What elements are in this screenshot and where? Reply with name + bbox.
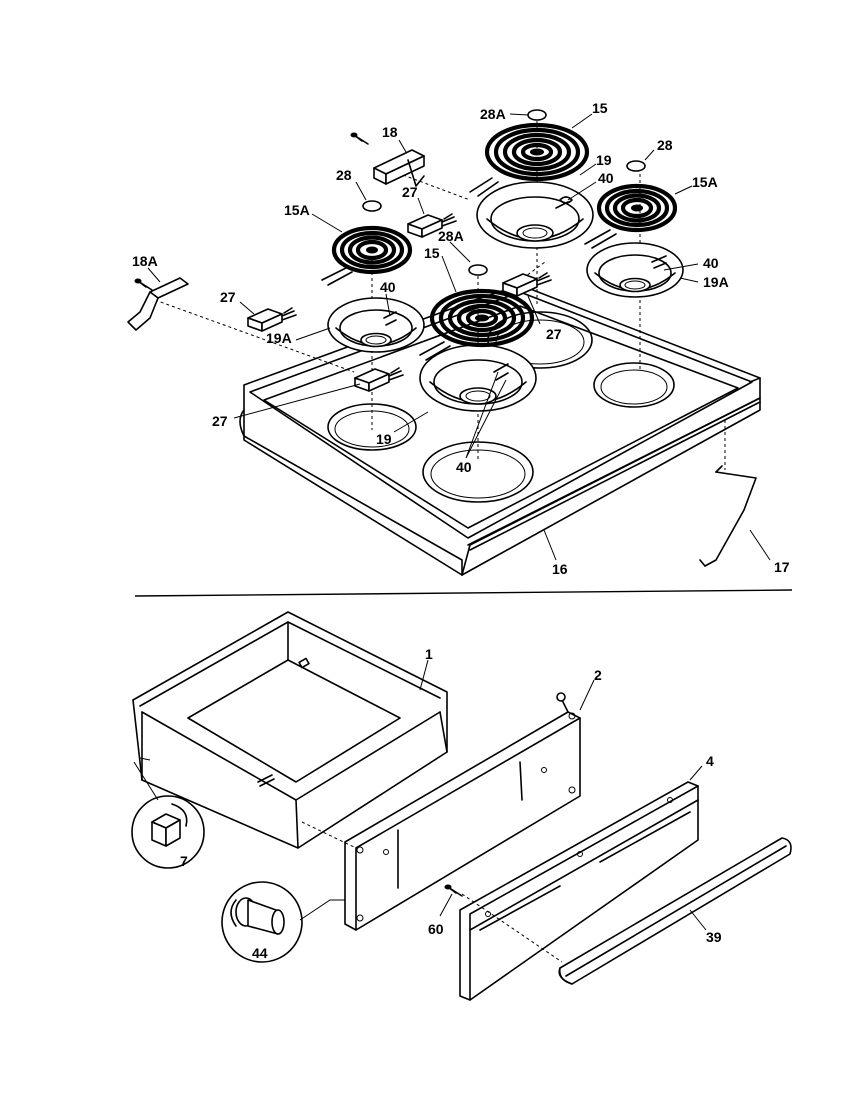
label-27-left: 27 (220, 289, 236, 305)
drip-bowl-19-top (476, 181, 594, 249)
label-18a: 18A (132, 253, 158, 269)
drip-bowl-19a-left (327, 297, 425, 353)
leader-lines (147, 113, 771, 931)
drip-bowl-19a-right (586, 242, 684, 298)
surface-element-15a-right (584, 186, 675, 249)
label-4: 4 (706, 753, 714, 769)
drawer-panel-2 (344, 692, 581, 931)
drip-bowl-19-mid (419, 344, 537, 412)
label-40-left: 40 (380, 279, 396, 295)
label-40-bottom: 40 (456, 459, 472, 475)
surface-element-15-top (469, 125, 587, 197)
label-1: 1 (425, 646, 433, 662)
label-27-upper: 27 (402, 184, 418, 200)
label-60: 60 (428, 921, 444, 937)
screw-60 (443, 883, 463, 897)
surface-element-15-mid (419, 291, 532, 361)
label-18: 18 (382, 124, 398, 140)
label-27-lower: 27 (212, 413, 228, 429)
surface-element-15a-left (321, 228, 410, 286)
label-40-right: 40 (703, 255, 719, 271)
label-15-mid: 15 (424, 245, 440, 261)
label-40-top: 40 (598, 170, 614, 186)
drawer-body-1 (132, 611, 448, 849)
handle-trim-39 (558, 837, 792, 985)
cooktop-main-top (239, 284, 761, 576)
label-17: 17 (774, 559, 790, 575)
drawer-front-4 (459, 781, 699, 1001)
label-7: 7 (180, 853, 188, 869)
part-labels: 28A 15 18 28 28 19 40 15A 27 15A 28A 15 … (132, 100, 790, 961)
label-27-mid: 27 (546, 326, 562, 342)
label-19a-right: 19A (703, 274, 729, 290)
label-15a-left: 15A (284, 202, 310, 218)
label-28-left: 28 (336, 167, 352, 183)
trim-ring-28a-mid (468, 264, 488, 276)
label-39: 39 (706, 929, 722, 945)
label-44: 44 (252, 945, 268, 961)
detail-circle-44 (221, 881, 345, 963)
detail-circle-7 (131, 757, 205, 869)
bracket-18a (127, 277, 189, 331)
label-19-top: 19 (596, 152, 612, 168)
trim-ring-28-left (362, 200, 382, 212)
trim-ring-28a-top (527, 109, 547, 121)
label-19a-left: 19A (266, 330, 292, 346)
label-2: 2 (594, 667, 602, 683)
label-16: 16 (552, 561, 568, 577)
bracket-18 (349, 131, 425, 187)
drawer-alignment-lines (301, 821, 563, 963)
trim-ring-28-right (626, 160, 646, 172)
label-15-top: 15 (592, 100, 608, 116)
section-separator (134, 589, 793, 597)
label-19-mid: 19 (376, 431, 392, 447)
support-rod-17 (699, 465, 757, 567)
label-15a-right: 15A (692, 174, 718, 190)
label-28a-top: 28A (480, 106, 506, 122)
label-28-right: 28 (657, 137, 673, 153)
label-28a-mid: 28A (438, 228, 464, 244)
receptacle-27-left (247, 307, 297, 332)
